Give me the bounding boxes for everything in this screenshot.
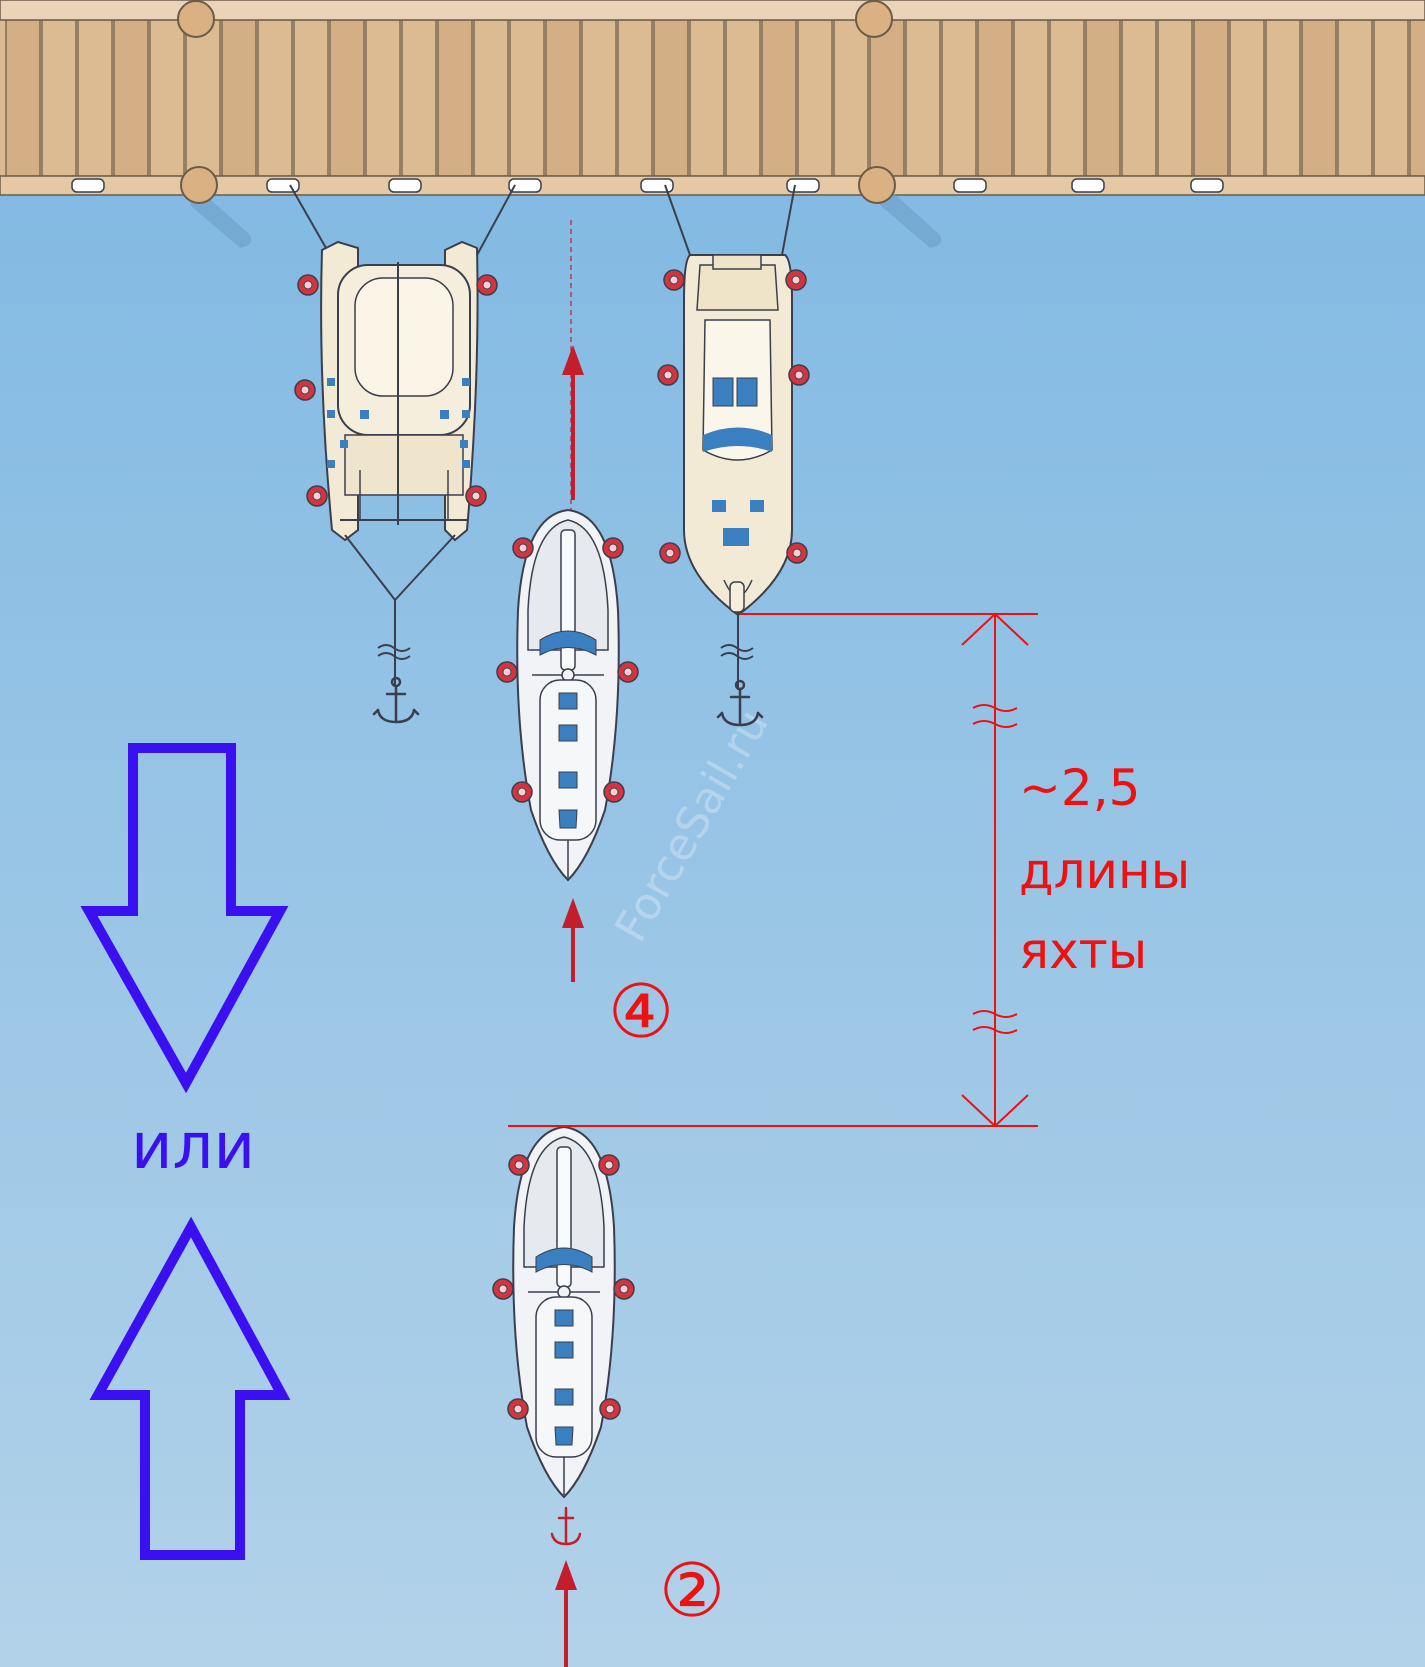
or-label: или — [131, 1110, 255, 1184]
pier-deck — [0, 0, 1425, 248]
mooring-post — [177, 0, 896, 204]
distance-dimension — [508, 612, 1038, 1128]
red-arrow-icon — [555, 345, 584, 1667]
arrow-up-outline-icon — [89, 1216, 291, 1560]
cleat-icon — [71, 178, 1224, 193]
motor-yacht — [657, 184, 810, 690]
step-marker-2: ② — [659, 1548, 725, 1634]
sailing-yacht — [496, 508, 639, 882]
distance-label-line3: яхты — [1019, 922, 1147, 980]
catamaran — [289, 184, 516, 685]
sailing-yacht — [492, 1125, 635, 1499]
anchor-icon — [550, 1506, 582, 1546]
step-marker-4: ④ — [608, 969, 674, 1055]
distance-label-line1: ~2,5 — [1019, 759, 1140, 817]
distance-label-line2: длины — [1019, 842, 1190, 900]
arrow-down-outline-icon — [80, 743, 289, 1094]
